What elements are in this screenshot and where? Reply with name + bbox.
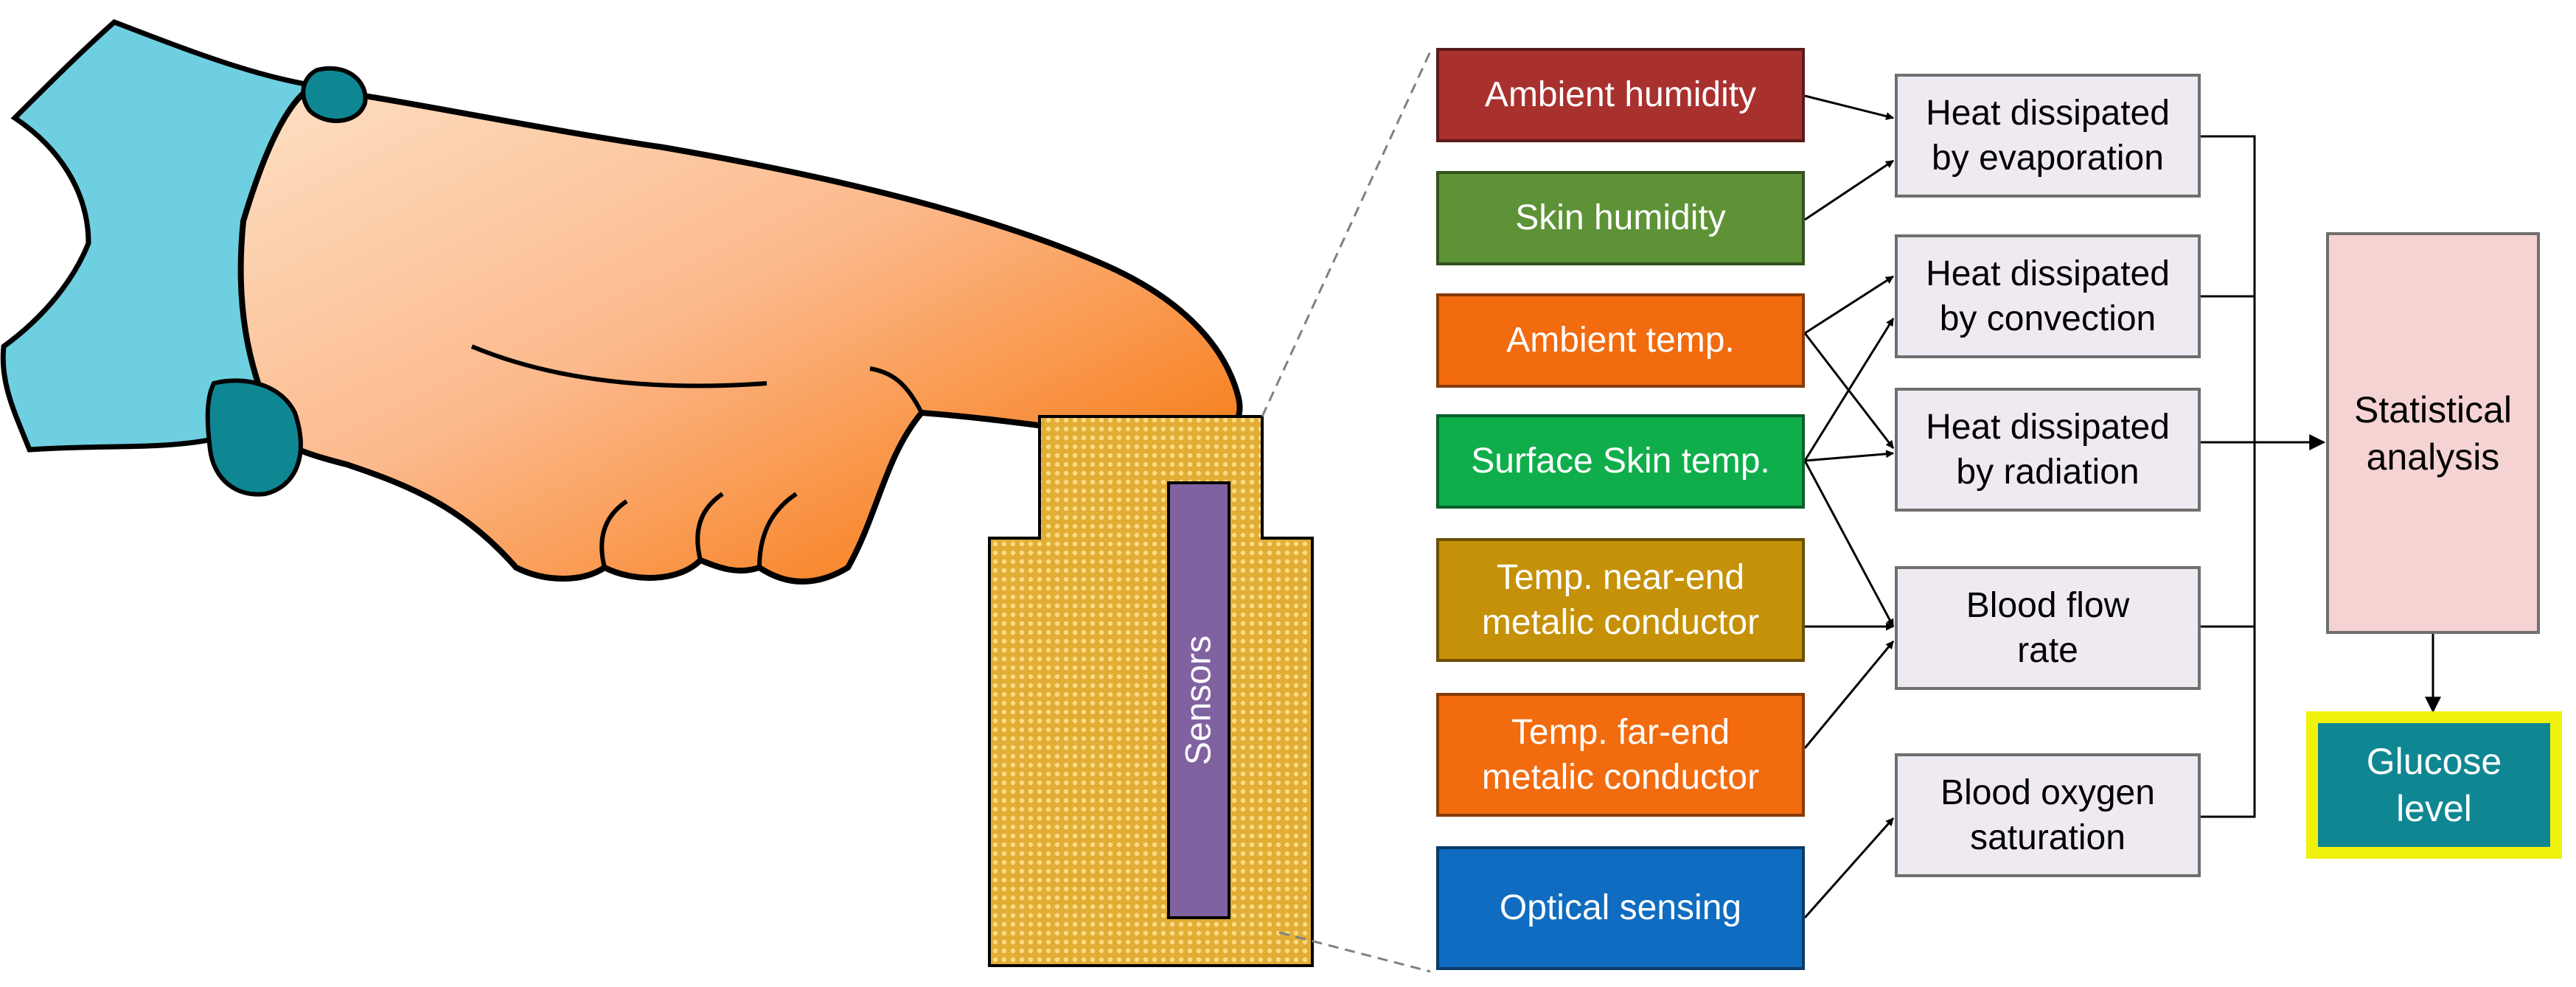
cuff-button-top — [301, 66, 368, 123]
input-temp-near-end-label: Temp. near-end metalic conductor — [1481, 557, 1760, 642]
node-heat-radiation-label: Heat dissipated by radiation — [1926, 407, 2170, 492]
finger-creases — [599, 366, 924, 568]
node-statistical-analysis: Statistical analysis — [2326, 232, 2540, 634]
bus-lines — [2201, 135, 2441, 818]
node-heat-radiation: Heat dissipated by radiation — [1895, 388, 2201, 512]
node-statistical-analysis-label: Statistical analysis — [2354, 388, 2512, 478]
arrow-far-end-to-blood-flow — [1803, 641, 1895, 749]
arrow-skin-temp-to-radiation — [1804, 450, 1895, 462]
arrow-skin-temp-to-blood-flow — [1803, 460, 1895, 627]
arrow-skin-humidity-to-evaporation — [1804, 159, 1894, 221]
input-surface-skin-temp: Surface Skin temp. — [1436, 414, 1805, 509]
arrow-optical-to-oxygen — [1803, 817, 1895, 918]
sensor-label: Sensors — [1180, 635, 1219, 765]
node-heat-evaporation: Heat dissipated by evaporation — [1895, 74, 2201, 198]
input-temp-far-end-label: Temp. far-end metalic conductor — [1481, 712, 1760, 797]
sensor-device: Sensors — [988, 415, 1314, 967]
node-blood-oxygen-label: Blood oxygen saturation — [1940, 772, 2155, 857]
input-ambient-humidity-label: Ambient humidity — [1484, 75, 1757, 115]
arrow-skin-temp-to-convection — [1803, 318, 1895, 461]
node-heat-convection: Heat dissipated by convection — [1895, 234, 2201, 358]
pointing-hand-illustration — [0, 18, 1243, 585]
node-blood-oxygen: Blood oxygen saturation — [1895, 753, 2201, 877]
input-ambient-temp: Ambient temp. — [1436, 293, 1805, 388]
node-heat-evaporation-label: Heat dissipated by evaporation — [1926, 93, 2170, 178]
input-surface-skin-temp-label: Surface Skin temp. — [1471, 442, 1770, 481]
node-heat-convection-label: Heat dissipated by convection — [1926, 254, 2170, 338]
thumb-line — [470, 344, 767, 388]
input-optical-sensing-label: Optical sensing — [1499, 888, 1742, 928]
connector-arrows — [1803, 94, 1895, 918]
output-glucose-level-label: Glucose level — [2366, 741, 2502, 829]
zoom-line-bottom — [1278, 931, 1431, 973]
input-skin-humidity: Skin humidity — [1436, 171, 1805, 265]
input-optical-sensing: Optical sensing — [1436, 846, 1805, 970]
input-ambient-humidity: Ambient humidity — [1436, 48, 1805, 142]
bus-from-evaporation — [2201, 135, 2256, 818]
arrow-ambient-humidity-to-evaporation — [1804, 94, 1895, 120]
device-body — [988, 415, 1314, 967]
cuff-bottom — [205, 378, 303, 497]
input-temp-near-end: Temp. near-end metalic conductor — [1436, 538, 1805, 662]
input-skin-humidity-label: Skin humidity — [1515, 198, 1726, 238]
zoom-line-top — [1261, 51, 1432, 417]
input-ambient-temp-label: Ambient temp. — [1506, 321, 1735, 360]
sensor-strip — [1167, 481, 1230, 919]
node-blood-flow-rate: Blood flow rate — [1895, 566, 2201, 690]
input-temp-far-end: Temp. far-end metalic conductor — [1436, 693, 1805, 817]
output-glucose-level: Glucose level — [2306, 711, 2562, 859]
node-blood-flow-rate-label: Blood flow rate — [1966, 585, 2130, 670]
arrow-ambient-temp-to-convection — [1804, 275, 1894, 335]
